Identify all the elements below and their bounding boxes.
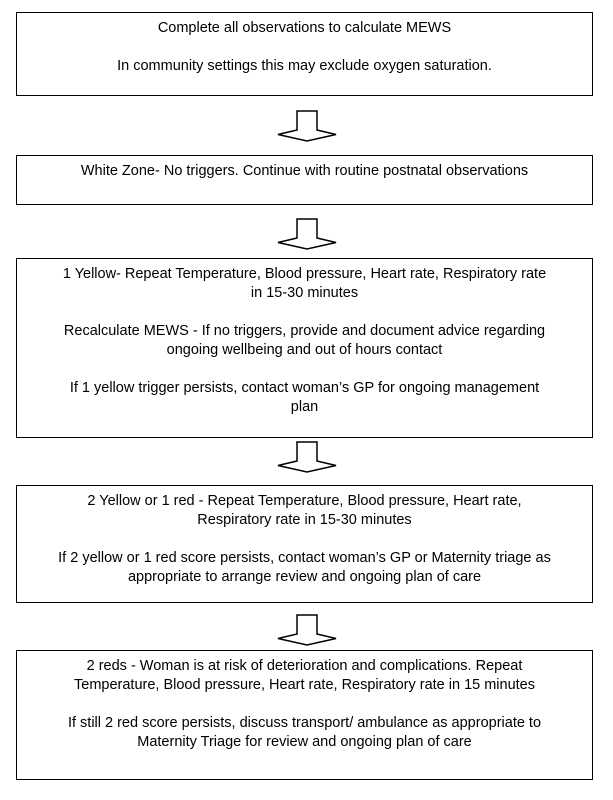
flow-step-complete-observations: Complete all observations to calculate M…	[16, 12, 593, 96]
down-arrow-icon	[277, 110, 337, 142]
step-paragraph: 2 reds - Woman is at risk of deteriorati…	[26, 657, 583, 695]
step-text-line: 2 reds - Woman is at risk of deteriorati…	[86, 658, 523, 674]
flow-step-two-reds: 2 reds - Woman is at risk of deteriorati…	[16, 650, 593, 780]
step-text-line: If 1 yellow trigger persists, contact wo…	[69, 380, 540, 396]
step-text-line: plan	[290, 399, 319, 415]
step-text-line: If 2 yellow or 1 red score persists, con…	[58, 550, 551, 566]
step-paragraph: If 2 yellow or 1 red score persists, con…	[26, 549, 583, 587]
step-paragraph: If still 2 red score persists, discuss t…	[26, 714, 583, 752]
step-paragraph: Recalculate MEWS - If no triggers, provi…	[26, 322, 583, 360]
step-paragraph: 1 Yellow- Repeat Temperature, Blood pres…	[26, 265, 583, 303]
step-text-line: 2 Yellow or 1 red - Repeat Temperature, …	[87, 493, 522, 509]
step-paragraph: 2 Yellow or 1 red - Repeat Temperature, …	[26, 492, 583, 530]
step-text-line: 1 Yellow- Repeat Temperature, Blood pres…	[62, 266, 547, 282]
step-text-line: Temperature, Blood pressure, Heart rate,…	[74, 677, 535, 693]
step-paragraph: Complete all observations to calculate M…	[26, 19, 583, 38]
step-text-line: In community settings this may exclude o…	[117, 58, 492, 74]
step-text-line: ongoing wellbeing and out of hours conta…	[166, 342, 443, 358]
step-text-line: Complete all observations to calculate M…	[157, 20, 452, 36]
step-paragraph: If 1 yellow trigger persists, contact wo…	[26, 379, 583, 417]
flow-step-one-yellow: 1 Yellow- Repeat Temperature, Blood pres…	[16, 258, 593, 438]
step-text-line: Respiratory rate in 15-30 minutes	[197, 512, 412, 528]
down-arrow-icon	[277, 614, 337, 646]
step-paragraph: In community settings this may exclude o…	[26, 57, 583, 76]
flow-step-two-yellow-or-one-red: 2 Yellow or 1 red - Repeat Temperature, …	[16, 485, 593, 603]
down-arrow-icon	[277, 218, 337, 250]
step-text-line: If still 2 red score persists, discuss t…	[67, 715, 542, 731]
step-text-line: Maternity Triage for review and ongoing …	[137, 734, 472, 750]
step-text-line: in 15-30 minutes	[250, 285, 359, 301]
step-text-line: Recalculate MEWS - If no triggers, provi…	[63, 323, 546, 339]
flow-step-white-zone: White Zone- No triggers. Continue with r…	[16, 155, 593, 205]
down-arrow-icon	[277, 441, 337, 473]
step-paragraph: White Zone- No triggers. Continue with r…	[26, 162, 583, 181]
step-text-line: White Zone- No triggers. Continue with r…	[80, 163, 529, 179]
step-text-line: appropriate to arrange review and ongoin…	[127, 569, 482, 585]
